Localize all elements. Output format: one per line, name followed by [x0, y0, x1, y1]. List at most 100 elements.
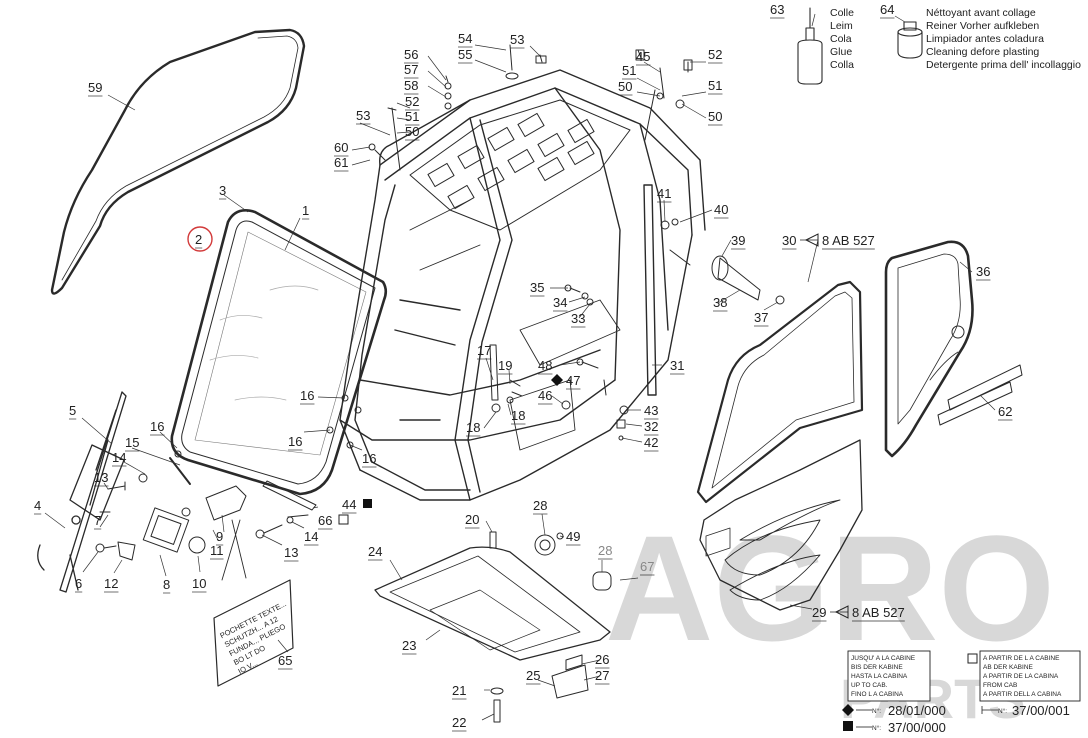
strip-62: [937, 364, 1023, 426]
serial-diamond-icon: [842, 704, 854, 716]
callout-35: 35: [530, 280, 544, 295]
highlight-circle: [187, 226, 213, 252]
callout-9: 9: [216, 529, 223, 544]
callout-20: 20: [465, 512, 479, 527]
glue-text-5: Colla: [830, 59, 854, 71]
callout-16d: 16: [362, 451, 376, 466]
open-square-marker: [338, 514, 349, 525]
callout-42: 42: [644, 435, 658, 450]
callout-13b: 13: [284, 545, 298, 560]
cleaner-can-64: [897, 21, 923, 59]
callout-16b: 16: [300, 388, 314, 403]
callout-51b: 51: [622, 63, 636, 78]
front-glass-1: [170, 209, 388, 496]
callout-18b: 18: [511, 408, 525, 423]
windscreen-seal-59: [50, 28, 306, 295]
glue-text-2: Leim: [830, 20, 853, 32]
door-panel-29: [699, 439, 863, 611]
callout-54: 54: [458, 31, 472, 46]
glue-bottle-63: [797, 7, 823, 85]
right-box-line-3: A PARTIR DE LA CABINA: [983, 673, 1059, 680]
callout-48: 48: [538, 358, 552, 373]
callout-52b: 52: [708, 47, 722, 62]
filled-square-marker: [363, 499, 372, 508]
serial-open-square-prefix: N°:: [998, 707, 1007, 715]
callout-58: 58: [404, 78, 418, 93]
callout-51c: 51: [708, 78, 722, 93]
serial-left-box: [847, 650, 931, 702]
callout-3: 3: [219, 183, 226, 198]
callout-46: 46: [538, 388, 552, 403]
callout-13a: 13: [94, 470, 108, 485]
callout-27: 27: [595, 668, 609, 683]
left-box-line-5: FINO L A CABINA: [851, 691, 904, 698]
serial-diamond-prefix: N°:: [872, 707, 881, 715]
callout-18a: 18: [466, 420, 480, 435]
cleaner-text-2: Reiner Vorher aufkleben: [926, 20, 1039, 32]
floor-mat-24: [374, 546, 611, 661]
drawing: [37, 7, 1023, 723]
callout-32: 32: [644, 419, 658, 434]
callout-19: 19: [498, 358, 512, 373]
callout-44: 44: [342, 497, 356, 512]
callout-50c: 50: [708, 109, 722, 124]
callout-40: 40: [714, 202, 728, 217]
reference-30: 30 8 AB 527: [782, 233, 875, 248]
callout-39: 39: [731, 233, 745, 248]
callout-52a: 52: [405, 94, 419, 109]
watermark-main: AGRO: [605, 504, 1055, 672]
glue-text-4: Glue: [830, 46, 852, 58]
right-box-line-4: FROM CAB: [983, 682, 1017, 689]
glue-number: 63: [770, 2, 784, 17]
callout-50a: 50: [405, 124, 419, 139]
diamond-marker: [551, 374, 563, 386]
reference-29: 29 8 AB 527: [812, 605, 905, 620]
callout-11: 11: [210, 543, 224, 558]
callout-16a: 16: [150, 419, 164, 434]
callout-53a: 53: [356, 108, 370, 123]
callout-61: 61: [334, 155, 348, 170]
callout-41: 41: [657, 186, 671, 201]
callout-1: 1: [302, 203, 309, 218]
callout-38: 38: [713, 295, 727, 310]
callout-26: 26: [595, 652, 609, 667]
callout-14b: 14: [304, 529, 318, 544]
ref-30-number: 30: [782, 233, 796, 248]
ref-29-text: 8 AB 527: [852, 605, 905, 620]
callout-21: 21: [452, 683, 466, 698]
serial-open-square-value: 37/00/001: [1012, 703, 1070, 718]
left-box-line-1: JUSQU' A LA CABINE: [851, 655, 916, 662]
callout-31: 31: [670, 358, 684, 373]
callout-50b: 50: [618, 79, 632, 94]
floor-hardware: [489, 531, 612, 723]
callout-33: 33: [571, 311, 585, 326]
callout-66: 66: [318, 513, 332, 528]
serial-notes: JUSQU' A LA CABINE BIS DER KABINE HASTA …: [842, 650, 1081, 735]
callout-53b: 53: [510, 32, 524, 47]
callout-4: 4: [34, 498, 41, 513]
right-box-line-2: AB DER KABINE: [983, 664, 1034, 671]
callout-56: 56: [404, 47, 418, 62]
cleaner-text-3: Limpiador antes coladura: [926, 33, 1044, 45]
callout-5: 5: [69, 403, 76, 418]
strip-31: [643, 184, 657, 396]
ref-29-number: 29: [812, 605, 826, 620]
callout-65: 65: [278, 653, 292, 668]
callout-55: 55: [458, 47, 472, 62]
callout-underlines: [34, 17, 1013, 732]
cab-frame: [339, 69, 706, 501]
callout-24: 24: [368, 544, 382, 559]
cleaner-text-1: Néttoyant avant collage: [926, 7, 1036, 19]
callout-14a: 14: [112, 450, 126, 465]
callout-60: 60: [334, 140, 348, 155]
callout-36: 36: [976, 264, 990, 279]
serial-square-prefix: N°:: [872, 724, 881, 732]
callouts: 59 3 1 2 5 4 15 16 14 13 7 6 12 8 10 11 …: [34, 31, 1012, 730]
callout-25: 25: [526, 668, 540, 683]
callout-7: 7: [94, 513, 101, 528]
callout-28b: 28: [598, 543, 612, 558]
callout-67: 67: [640, 559, 654, 574]
serial-square-value: 37/00/000: [888, 720, 946, 735]
callout-2: 2: [195, 232, 202, 247]
label-card-65: [213, 579, 294, 687]
